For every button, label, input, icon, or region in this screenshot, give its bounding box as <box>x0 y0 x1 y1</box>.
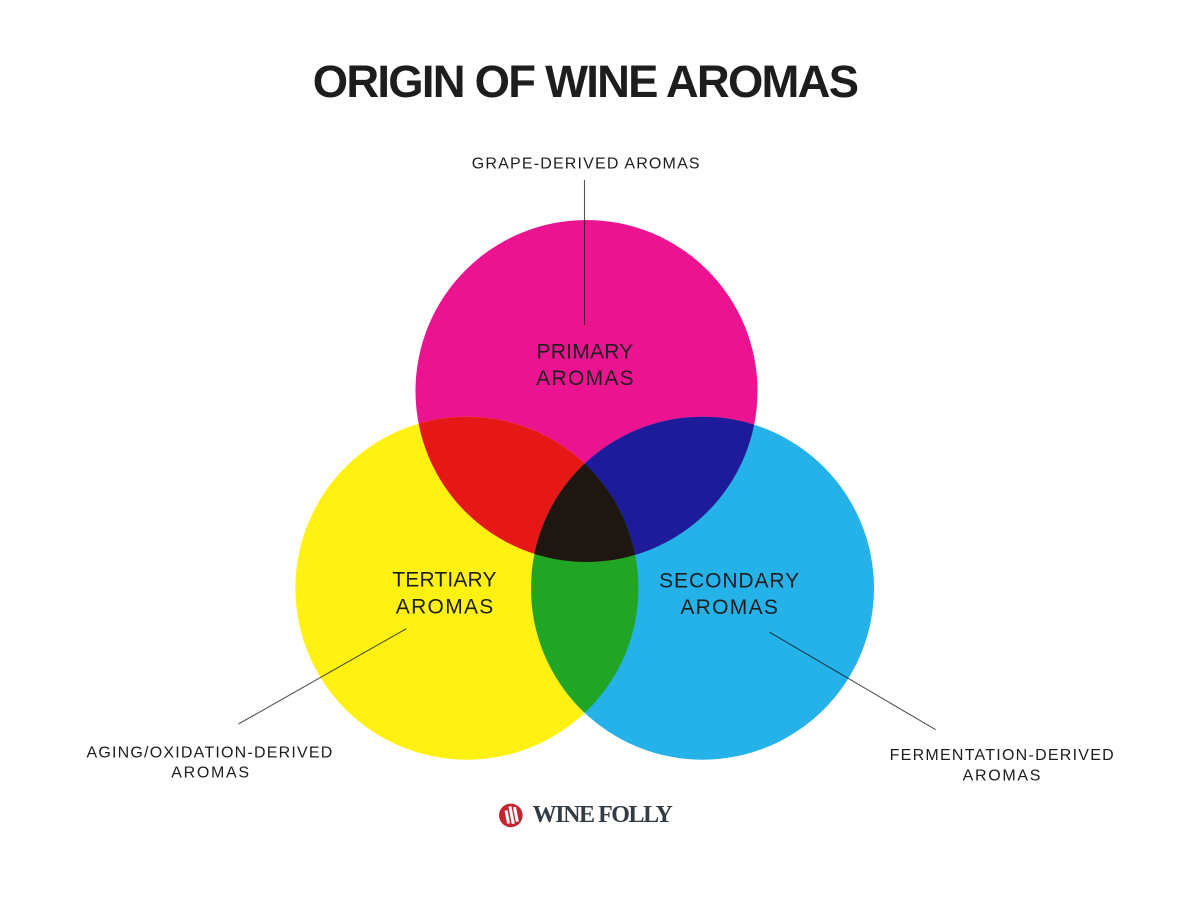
svg-text:TERTIARY: TERTIARY <box>392 569 496 592</box>
svg-text:AROMAS: AROMAS <box>171 765 251 782</box>
svg-text:AROMAS: AROMAS <box>680 596 779 619</box>
svg-text:AROMAS: AROMAS <box>536 367 635 390</box>
svg-text:SECONDARY: SECONDARY <box>659 570 800 593</box>
svg-text:WINE FOLLY: WINE FOLLY <box>533 802 673 828</box>
svg-text:AGING/OXIDATION-DERIVED: AGING/OXIDATION-DERIVED <box>86 745 333 762</box>
svg-text:FERMENTATION-DERIVED: FERMENTATION-DERIVED <box>890 747 1115 764</box>
svg-text:PRIMARY: PRIMARY <box>536 340 633 363</box>
svg-text:GRAPE-DERIVED AROMAS: GRAPE-DERIVED AROMAS <box>472 156 701 173</box>
svg-text:AROMAS: AROMAS <box>963 767 1043 784</box>
svg-text:ORIGIN OF WINE AROMAS: ORIGIN OF WINE AROMAS <box>313 56 858 107</box>
svg-text:AROMAS: AROMAS <box>396 595 495 618</box>
